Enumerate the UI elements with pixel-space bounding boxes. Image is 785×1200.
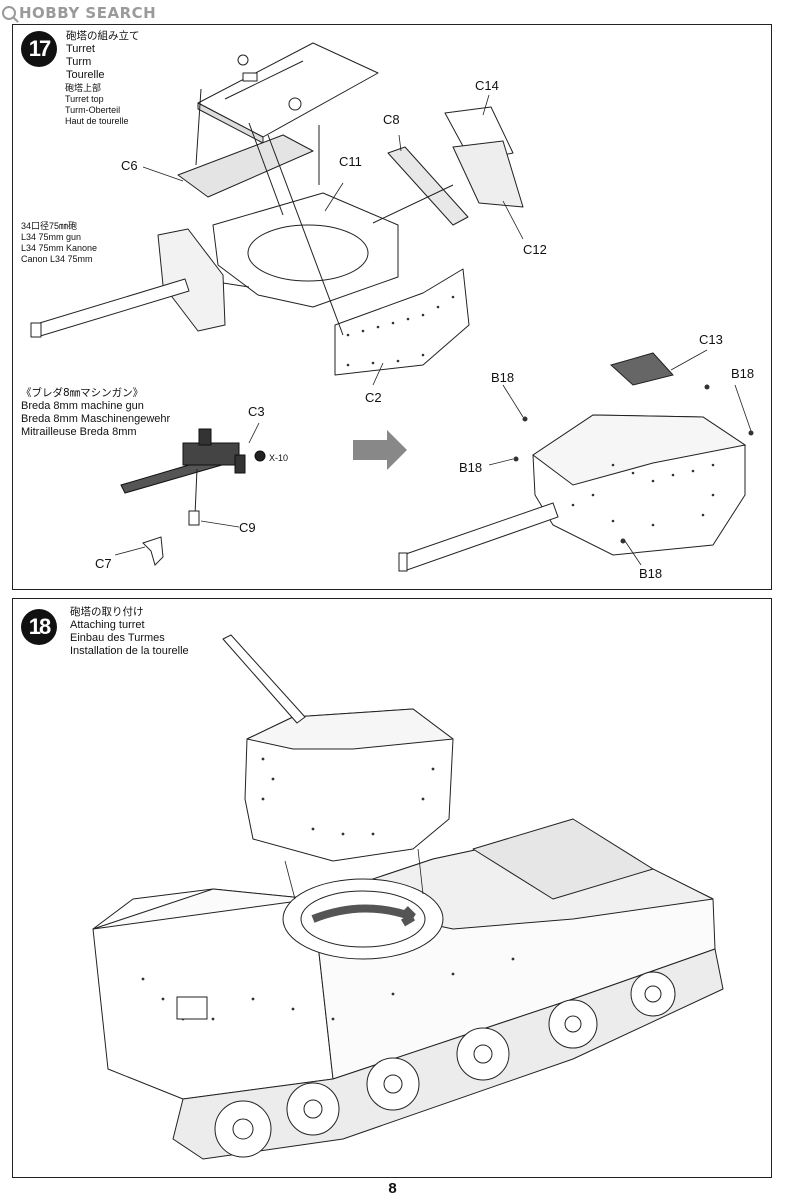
turret-assembly-drawing (30, 42, 754, 572)
magnifier-icon (2, 6, 16, 20)
step18-title-de: Einbau des Turmes (70, 632, 165, 644)
label-c12: C12 (523, 242, 547, 257)
part-c7 (142, 536, 164, 566)
label-c8: C8 (383, 112, 400, 127)
part-c2-plate (334, 268, 470, 376)
next-step-arrow-icon (353, 430, 407, 470)
step-17-number: 17 (21, 31, 57, 67)
label-b18-right: B18 (731, 366, 755, 381)
assembled-gun-barrel (402, 502, 559, 571)
step-17-title: 砲塔の組み立て Turret Turm Tourelle (66, 30, 140, 82)
turret-top-fr: Haut de tourelle (65, 116, 129, 126)
step18-title-jp: 砲塔の取り付け (70, 606, 144, 618)
part-c8 (387, 146, 469, 226)
rotation-arrow-icon (311, 904, 416, 927)
tank-hull-drawing (92, 634, 724, 1160)
gun-fr: Canon L34 75mm (21, 254, 93, 264)
screw-x10-icon (254, 450, 266, 462)
turret-top-jp: 砲塔上部 (65, 83, 102, 93)
title-en: Turret (66, 43, 95, 55)
title-de: Turm (66, 56, 92, 68)
part-c12 (452, 140, 524, 208)
gun-barrel (32, 278, 190, 338)
step18-title-en: Attaching turret (70, 619, 145, 631)
label-c14: C14 (475, 78, 499, 93)
title-fr: Tourelle (66, 69, 105, 81)
step-18-panel: 18 砲塔の取り付け Attaching turret Einbau des T… (12, 598, 772, 1178)
label-b18-bottom: B18 (639, 566, 663, 581)
hull-hatch (176, 996, 208, 1020)
gun-mantlet (157, 228, 226, 332)
turret-top-de: Turm-Oberteil (65, 105, 121, 115)
step-18-title: 砲塔の取り付け Attaching turret Einbau des Turm… (70, 606, 189, 658)
label-x10: X-10 (269, 453, 289, 463)
label-c7: C7 (95, 556, 112, 571)
part-c6-plate (177, 134, 314, 198)
gun-label: 34口径75㎜砲 L34 75mm gun L34 75mm Kanone Ca… (21, 221, 97, 265)
gun-jp: 34口径75㎜砲 (21, 221, 78, 231)
mg-jp: 《ブレダ8㎜マシンガン》 (21, 387, 144, 399)
label-c3: C3 (248, 404, 265, 419)
title-jp: 砲塔の組み立て (66, 30, 140, 42)
engine-grille (472, 818, 654, 900)
label-c6: C6 (121, 158, 138, 173)
mg-fr: Mitrailleuse Breda 8mm (21, 426, 137, 438)
mg-label: 《ブレダ8㎜マシンガン》 Breda 8mm machine gun Breda… (21, 387, 170, 439)
watermark-text: HOBBY SEARCH (19, 4, 157, 22)
label-c13: C13 (699, 332, 723, 347)
turret-top-label: 砲塔上部 Turret top Turm-Oberteil Haut de to… (65, 83, 129, 127)
gun-en: L34 75mm gun (21, 232, 82, 242)
label-c9: C9 (239, 520, 256, 535)
label-b18-top: B18 (491, 370, 515, 385)
label-b18-left: B18 (459, 460, 483, 475)
gun-de: L34 75mm Kanone (21, 243, 98, 253)
step-18-number: 18 (21, 609, 57, 645)
label-c11: C11 (339, 154, 362, 169)
road-wheels (214, 971, 676, 1158)
breda-mg-body (182, 442, 240, 466)
watermark: HOBBY SEARCH (2, 2, 156, 24)
part-c9 (188, 510, 200, 526)
step18-title-fr: Installation de la tourelle (70, 645, 189, 657)
mg-en: Breda 8mm machine gun (21, 400, 144, 412)
mg-de: Breda 8mm Maschinengewehr (21, 413, 171, 425)
step-17-panel: 17 砲塔の組み立て Turret Turm Tourelle 砲塔上部 Tur… (12, 24, 772, 590)
page-number: 8 (388, 1180, 397, 1197)
label-c2: C2 (365, 390, 382, 405)
turret-gun-barrel (222, 634, 306, 724)
turret-top-en: Turret top (65, 94, 104, 104)
